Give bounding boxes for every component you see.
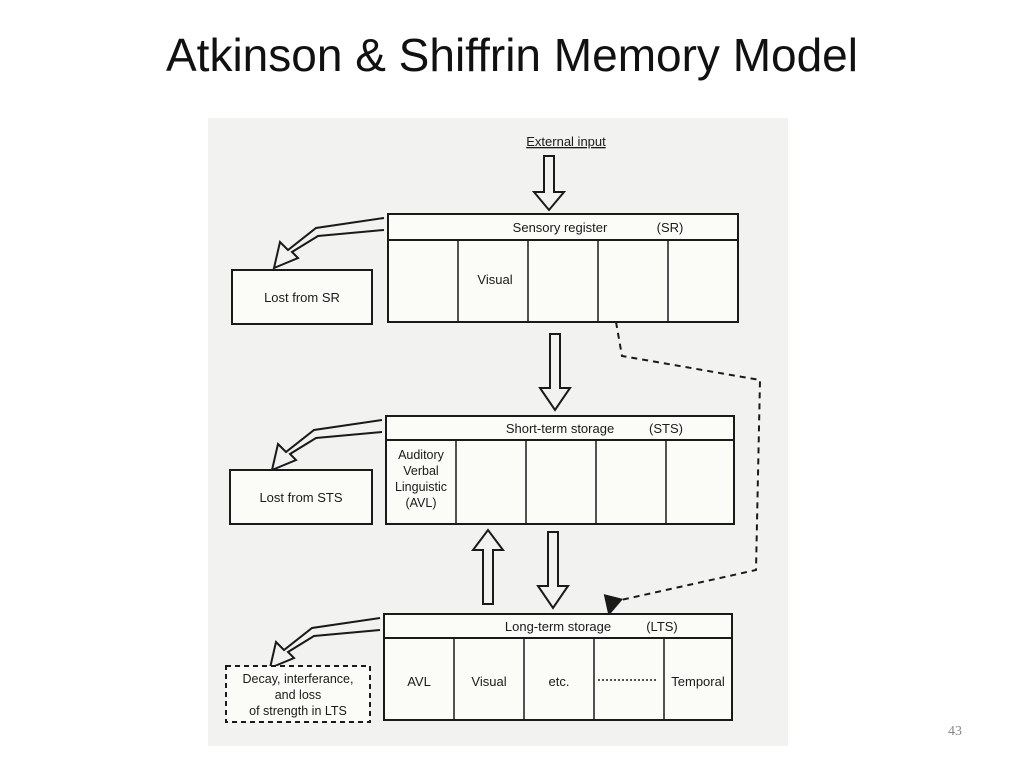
lts-cell-avl: AVL xyxy=(407,674,431,689)
memory-model-diagram: External input Sensory register (SR) Vis… xyxy=(225,134,762,723)
long-term-storage-block: Long-term storage (LTS) AVL Visual etc. … xyxy=(383,613,733,721)
lts-cell-visual: Visual xyxy=(471,674,506,689)
external-input-label: External input xyxy=(526,134,606,149)
long-term-storage-abbr: (LTS) xyxy=(646,619,678,634)
lost-from-sts-box: Lost from STS xyxy=(229,469,373,525)
short-term-storage-block: Short-term storage (STS) Auditory Verbal… xyxy=(385,415,735,525)
lost-from-sr-box: Lost from SR xyxy=(231,269,373,325)
dashed-path-sr-to-lts xyxy=(603,321,762,616)
arrow-sr-to-sts xyxy=(538,333,572,412)
sensory-register-abbr: (SR) xyxy=(657,220,684,235)
lost-from-sr-label: Lost from SR xyxy=(264,290,340,305)
arrow-sts-to-lts xyxy=(536,531,570,610)
sensory-register-label: Sensory register xyxy=(513,220,608,235)
short-term-storage-label: Short-term storage xyxy=(506,421,614,436)
slide-title: Atkinson & Shiffrin Memory Model xyxy=(166,29,858,81)
sts-cell-avl: (AVL) xyxy=(405,496,436,510)
short-term-storage-abbr: (STS) xyxy=(649,421,683,436)
arrow-lts-to-sts xyxy=(471,528,505,605)
arrow-lost-from-sr xyxy=(272,217,385,270)
lts-cell-temporal: Temporal xyxy=(671,674,725,689)
slide-number: 43 xyxy=(948,724,962,739)
memory-model-figure: External input Sensory register (SR) Vis… xyxy=(208,118,788,746)
sr-cell-visual: Visual xyxy=(477,272,512,287)
arrow-decay xyxy=(268,617,381,670)
decay-line-2: and loss xyxy=(275,688,322,702)
sts-cell-linguistic: Linguistic xyxy=(395,480,447,494)
decay-line-1: Decay, interferance, xyxy=(243,672,354,686)
arrow-input-to-sr xyxy=(531,155,567,212)
sts-cell-verbal: Verbal xyxy=(403,464,438,478)
long-term-storage-label: Long-term storage xyxy=(505,619,611,634)
sts-cell-auditory: Auditory xyxy=(398,448,445,462)
decay-box: Decay, interferance, and loss of strengt… xyxy=(225,665,371,723)
lts-cell-etc: etc. xyxy=(549,674,570,689)
sensory-register-block: Sensory register (SR) Visual xyxy=(387,213,739,323)
decay-line-3: of strength in LTS xyxy=(249,704,347,718)
arrow-lost-from-sts xyxy=(270,419,383,472)
lost-from-sts-label: Lost from STS xyxy=(259,490,342,505)
